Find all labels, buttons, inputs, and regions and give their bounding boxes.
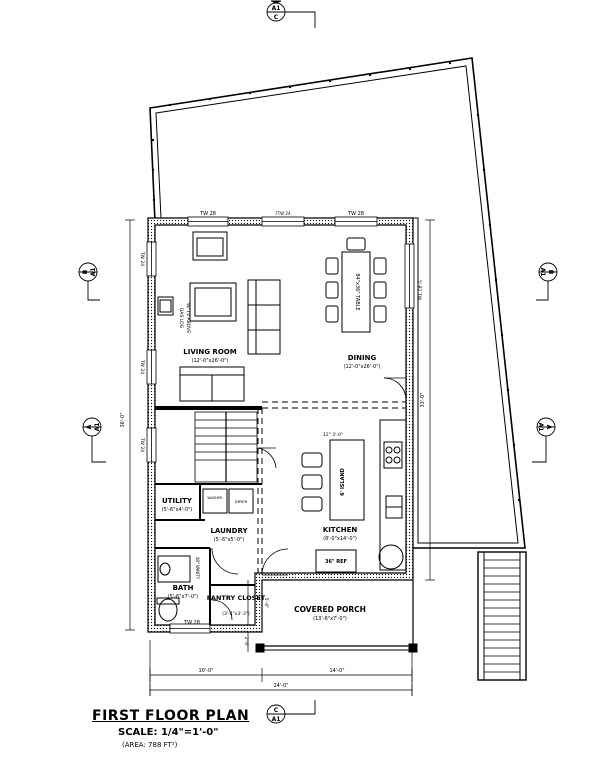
- room-dims-bath: (5'-6"x7'-0"): [168, 594, 199, 600]
- interior-stairs: [194, 411, 258, 483]
- table-label: 84"x36" TABLE: [354, 273, 360, 310]
- dining-table: [325, 237, 387, 333]
- room-dims-pantry: (3'-4"x3'-3"): [222, 611, 250, 617]
- dim-right-depth: 33'-0": [420, 392, 426, 407]
- plan-area: (AREA: 788 FT²): [122, 741, 178, 749]
- island-dims-label: 12" 3'-0": [323, 432, 343, 438]
- windows: [146, 216, 415, 634]
- doors: [211, 377, 407, 621]
- section-marker-labels: A1 C C A1 B A1 A1 B A A1 A1 A: [82, 5, 554, 723]
- window-dim: 5'-82 TW: [416, 280, 422, 301]
- section-left-a-letter: A: [86, 424, 93, 429]
- section-right-b-letter: B: [547, 270, 554, 275]
- fridge-label: 36" REF: [325, 559, 347, 565]
- section-left-b-letter: B: [82, 269, 89, 274]
- room-dims-utility: (5'-6"x4'-0"): [162, 507, 193, 513]
- window-tag: TW 24: [139, 437, 145, 452]
- interior-walls: [155, 401, 418, 653]
- section-markers: [78, 0, 558, 724]
- dim-left-width: 10'-0": [198, 668, 213, 674]
- plan-scale: SCALE: 1/4"=1'-0": [118, 727, 219, 738]
- deck-stairs: [477, 551, 527, 681]
- dim-overall-width: 24'-0": [273, 683, 288, 689]
- section-bottom-sheet: A1: [272, 716, 281, 723]
- room-name-dining: DINING: [348, 354, 377, 362]
- room-dims-living: (12'-0"x26'-0"): [192, 358, 229, 364]
- fixture-labels: 84"x36" TABLE 6' ISLAND 12" 3'-0" 36" RE…: [178, 273, 360, 579]
- room-name-pantry: PANTRY CLOSET: [207, 594, 266, 602]
- dim-left-depth: 36'-0": [120, 412, 126, 427]
- window-tag: TW 24: [139, 359, 145, 374]
- dim-porch-depth: 5'-0": [263, 598, 269, 609]
- section-left-b-sheet: A1: [90, 268, 97, 277]
- window-tag: FTW 24: [276, 211, 291, 216]
- section-bottom-letter: C: [274, 707, 279, 714]
- section-right-b-sheet: A1: [539, 268, 546, 277]
- room-labels: LIVING ROOM (12'-0"x26'-0") DINING (12'-…: [162, 348, 381, 622]
- deck: [149, 57, 526, 549]
- plan-title: FIRST FLOOR PLAN: [92, 708, 250, 724]
- exterior-walls: [147, 217, 414, 633]
- washer-label: WASHER: [207, 496, 223, 500]
- dimension-lines: [125, 219, 435, 696]
- window-tag: TW 28: [347, 211, 364, 217]
- room-name-bath: BATH: [173, 584, 194, 592]
- gas-log-label: GAS LOG: [178, 308, 184, 329]
- section-top-sheet: A1: [272, 5, 281, 12]
- room-dims-laundry: (5'-6"x5'-0"): [214, 537, 245, 543]
- dryer-label: DRYER: [235, 499, 248, 504]
- vanity-label: 48" VANITY: [195, 557, 200, 580]
- gas-above-label: W/ TV ABOVE: [185, 303, 191, 333]
- section-left-a-sheet: A1: [94, 423, 101, 432]
- section-right-a-letter: A: [545, 425, 552, 430]
- island-label: 6' ISLAND: [340, 468, 346, 496]
- window-tag: TW 28: [199, 211, 216, 217]
- laundry-bath-fixtures: [156, 488, 254, 622]
- window-tag: TW 28: [183, 620, 200, 626]
- dim-right-width: 14'-0": [329, 668, 344, 674]
- room-name-living: LIVING ROOM: [183, 348, 236, 356]
- room-dims-kitchen: (8'-0"x14'-0"): [323, 536, 357, 542]
- dimension-labels: 36'-0" 33'-0" 10'-0" 14'-0" 24'-0" 5'-0"…: [120, 392, 426, 689]
- section-right-a-sheet: A1: [537, 423, 544, 432]
- room-name-kitchen: KITCHEN: [323, 526, 358, 534]
- kitchen-fixtures: [301, 419, 407, 573]
- room-name-laundry: LAUNDRY: [210, 527, 248, 535]
- room-dims-porch: (13'-6"x7'-0"): [313, 616, 347, 622]
- room-name-porch: COVERED PORCH: [294, 605, 366, 614]
- room-dims-dining: (12'-0"x26'-0"): [344, 364, 381, 370]
- living-furniture: [157, 231, 281, 402]
- window-tags: TW 28 TW 28 TW 28 TW 24 TW 24 TW 24 FTW …: [139, 211, 422, 626]
- room-name-utility: UTILITY: [162, 497, 193, 505]
- section-top-letter: C: [274, 14, 279, 21]
- dim-step: 2'-0": [243, 637, 249, 648]
- window-tag: TW 24: [139, 251, 145, 266]
